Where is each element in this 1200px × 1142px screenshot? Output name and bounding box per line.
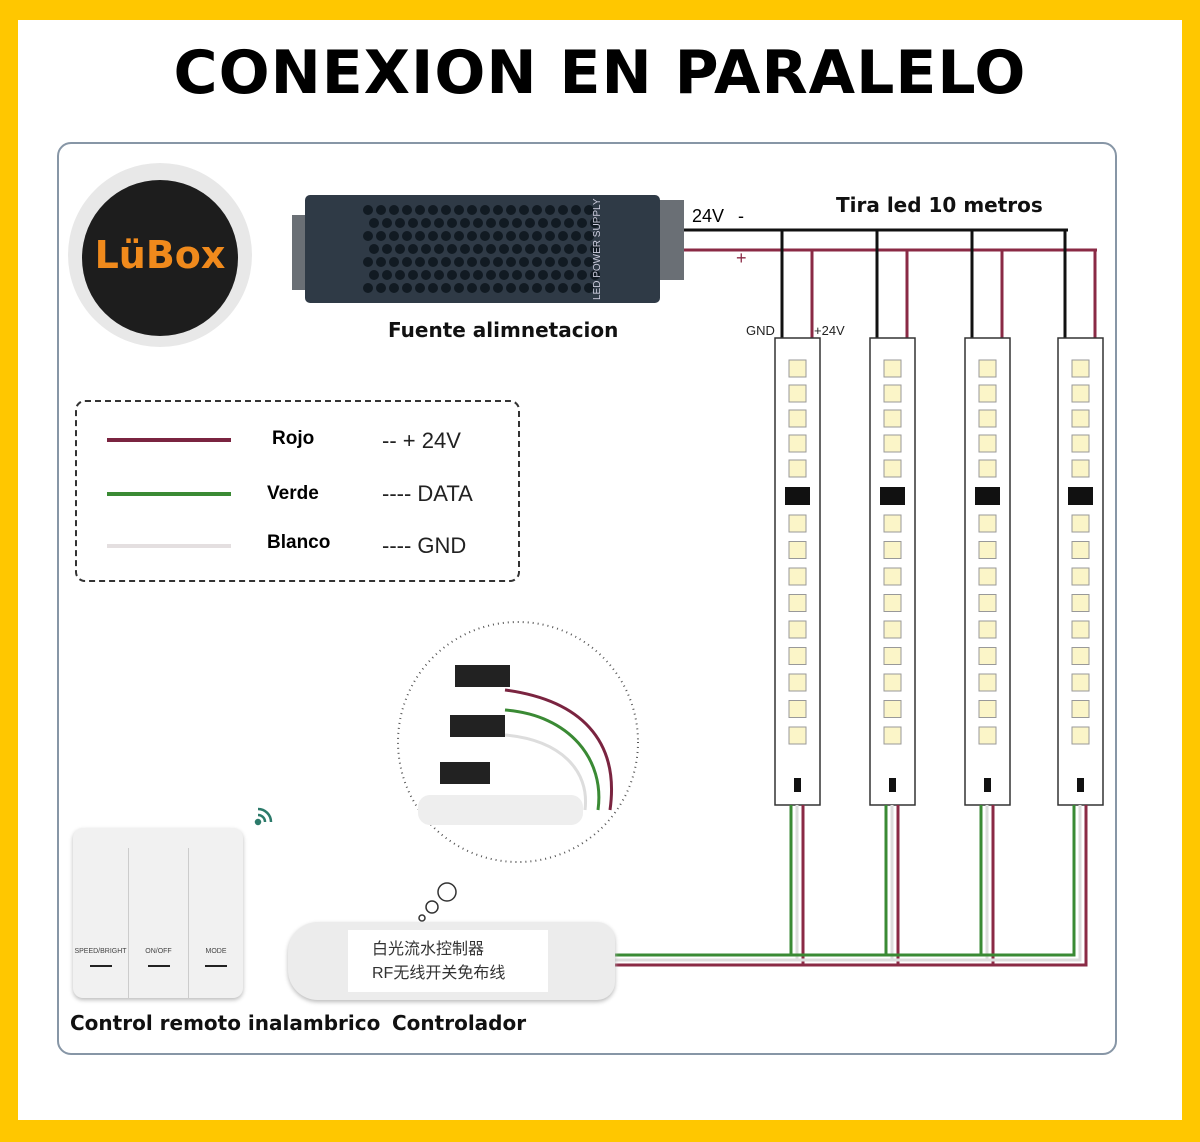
data-wire xyxy=(612,805,888,957)
v24-label: +24V xyxy=(814,323,845,338)
remote-button: ON/OFF xyxy=(128,848,188,998)
legend-green-swatch xyxy=(107,492,231,496)
legend-name: Rojo xyxy=(272,428,315,449)
data-wire xyxy=(612,805,793,957)
controller-label: Controlador xyxy=(392,1011,527,1035)
led-strip xyxy=(869,230,916,806)
voltage-label: 24V xyxy=(692,206,725,226)
data-wire xyxy=(612,805,989,962)
plus-label: + xyxy=(736,248,747,268)
legend-name: Blanco xyxy=(267,532,331,553)
gnd-label: GND xyxy=(746,323,775,338)
data-wire xyxy=(612,805,1082,962)
led-strip xyxy=(774,230,821,806)
legend-white-swatch xyxy=(107,544,231,548)
legend-name: Verde xyxy=(267,483,319,504)
data-wire xyxy=(612,805,799,962)
data-wire xyxy=(612,805,894,962)
remote-button: SPEED/BRIGHT xyxy=(73,848,128,998)
data-wire xyxy=(612,805,1076,957)
legend-red-swatch xyxy=(107,438,231,442)
connector-cables-image xyxy=(418,665,613,825)
data-wire xyxy=(612,805,900,967)
zoom-bubble xyxy=(397,621,639,863)
remote-button: MODE xyxy=(188,848,243,998)
legend-value: ---- GND xyxy=(382,533,467,558)
led-strip xyxy=(964,230,1011,806)
controller-text-line2: RF无线开关免布线 xyxy=(372,965,506,982)
wireless-signal-icon xyxy=(254,807,273,826)
power-supply-label: Fuente alimnetacion xyxy=(388,318,619,342)
svg-text:LED POWER SUPPLY: LED POWER SUPPLY xyxy=(592,198,603,300)
page-title: CONEXION EN PARALELO xyxy=(173,38,1027,108)
wire-legend: Rojo -- + 24V Verde ---- DATA Blanco ---… xyxy=(75,400,520,582)
minus-label: - xyxy=(738,206,744,226)
legend-value: ---- DATA xyxy=(382,481,473,506)
strip-label: Tira led 10 metros xyxy=(836,193,1043,217)
svg-text:LüBox: LüBox xyxy=(95,233,226,277)
remote-label: Control remoto inalambrico xyxy=(70,1011,381,1035)
power-supply-image: LED POWER SUPPLY xyxy=(292,195,684,303)
diagram-panel xyxy=(57,142,1117,1055)
data-wire xyxy=(612,805,1088,967)
legend-value: -- + 24V xyxy=(382,428,461,453)
controller-image: 白光流水控制器 RF无线开关免布线 xyxy=(288,922,615,1000)
data-wire xyxy=(612,805,805,967)
led-strip xyxy=(1057,230,1104,806)
remote-control-image: SPEED/BRIGHT ON/OFF MODE xyxy=(73,828,243,998)
controller-text-line1: 白光流水控制器 xyxy=(372,941,485,958)
lubox-logo: LüBox xyxy=(68,163,252,347)
